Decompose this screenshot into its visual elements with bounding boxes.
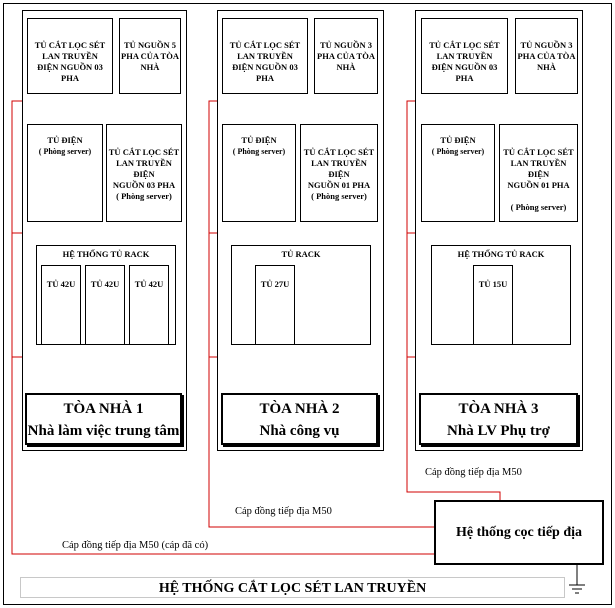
b1-rack-title: HỆ THỐNG TỦ RACK <box>62 249 150 259</box>
b3-rack-1-label: TỦ 15U <box>478 279 508 289</box>
b1-name: TÒA NHÀ 1 <box>63 401 144 417</box>
grounding-system-label: Hệ thống cọc tiếp địa <box>456 524 582 540</box>
b3-electric-cabinet: TỦ ĐIỆN ( Phòng server) <box>421 124 495 222</box>
b1-surge-main-label: TỦ CẮT LỌC SÉT LAN TRUYỀN ĐIỆN NGUỒN 03 … <box>34 40 106 83</box>
wire-label-b2: Cáp đồng tiếp địa M50 <box>235 506 332 517</box>
b1-rack-2-label: TỦ 42U <box>90 279 120 289</box>
b2-rack-1-label: TỦ 27U <box>260 279 290 289</box>
b3-desc: Nhà LV Phụ trợ <box>447 423 550 439</box>
b2-cabinet-sub: ( Phòng server) <box>232 147 286 156</box>
b2-desc: Nhà công vụ <box>259 423 340 439</box>
b1-surge-server: TỦ CẮT LỌC SÉT LAN TRUYỀN ĐIỆN NGUỒN 03 … <box>106 124 182 222</box>
b1-rack-1-label: TỦ 42U <box>46 279 76 289</box>
b2-rack-title: TỦ RACK <box>281 249 321 259</box>
footer-title-box: HỆ THỐNG CẮT LỌC SÉT LAN TRUYỀN <box>20 577 565 598</box>
b2-rack-system: TỦ RACK <box>231 245 371 345</box>
b1-source-cabinet: TỦ NGUỒN 5 PHA CỦA TÒA NHÀ <box>119 18 181 94</box>
b1-rack-3-label: TỦ 42U <box>134 279 164 289</box>
b3-cabinet-sub: ( Phòng server) <box>431 147 485 156</box>
b3-name: TÒA NHÀ 3 <box>458 401 539 417</box>
b2-surge-server: TỦ CẮT LỌC SÉT LAN TRUYỀN ĐIỆN NGUỒN 01 … <box>300 124 378 222</box>
b3-surge-server-label: TỦ CẮT LỌC SÉT LAN TRUYỀN ĐIỆN NGUỒN 01 … <box>503 147 574 212</box>
b3-source-label: TỦ NGUỒN 3 PHA CỦA TÒA NHÀ <box>517 40 576 72</box>
b1-rack-2: TỦ 42U <box>85 265 125 345</box>
b3-surge-main-label: TỦ CẮT LỌC SÉT LAN TRUYỀN ĐIỆN NGUỒN 03 … <box>429 40 500 83</box>
b1-desc: Nhà làm việc trung tâm <box>27 423 180 439</box>
b1-electric-cabinet: TỦ ĐIỆN ( Phòng server) <box>27 124 103 222</box>
b3-surge-server: TỦ CẮT LỌC SÉT LAN TRUYỀN ĐIỆN NGUỒN 01 … <box>499 124 578 222</box>
b2-source-label: TỦ NGUỒN 3 PHA CỦA TÒA NHÀ <box>317 40 375 72</box>
b2-name-box: TÒA NHÀ 2 Nhà công vụ <box>221 393 378 445</box>
b2-name: TÒA NHÀ 2 <box>259 401 340 417</box>
b3-surge-main: TỦ CẮT LỌC SÉT LAN TRUYỀN ĐIỆN NGUỒN 03 … <box>421 18 508 94</box>
b1-name-box: TÒA NHÀ 1 Nhà làm việc trung tâm <box>25 393 182 445</box>
b1-rack-3: TỦ 42U <box>129 265 169 345</box>
wire-label-b3: Cáp đồng tiếp địa M50 <box>425 467 522 478</box>
b3-name-box: TÒA NHÀ 3 Nhà LV Phụ trợ <box>419 393 578 445</box>
b2-surge-server-label: TỦ CẮT LỌC SÉT LAN TRUYỀN ĐIỆN NGUỒN 01 … <box>303 147 375 201</box>
wire-label-b1: Cáp đồng tiếp địa M50 (cáp đã có) <box>62 540 209 551</box>
b3-cabinet-title: TỦ ĐIỆN <box>440 135 476 145</box>
b1-cabinet-sub: ( Phòng server) <box>38 147 92 156</box>
b2-surge-main-label: TỦ CẮT LỌC SÉT LAN TRUYỀN ĐIỆN NGUỒN 03 … <box>229 40 301 83</box>
b1-cabinet-title: TỦ ĐIỆN <box>47 135 83 145</box>
b2-surge-main: TỦ CẮT LỌC SÉT LAN TRUYỀN ĐIỆN NGUỒN 03 … <box>222 18 308 94</box>
footer-title: HỆ THỐNG CẮT LỌC SÉT LAN TRUYỀN <box>158 581 427 596</box>
grounding-system-box: Hệ thống cọc tiếp địa <box>434 500 604 565</box>
b2-cabinet-title: TỦ ĐIỆN <box>241 135 277 145</box>
b2-rack-1: TỦ 27U <box>255 265 295 345</box>
b3-rack-1: TỦ 15U <box>473 265 513 345</box>
b1-surge-server-label: TỦ CẮT LỌC SÉT LAN TRUYỀN ĐIỆN NGUỒN 03 … <box>108 147 180 201</box>
b1-surge-main: TỦ CẮT LỌC SÉT LAN TRUYỀN ĐIỆN NGUỒN 03 … <box>27 18 113 94</box>
b3-source-cabinet: TỦ NGUỒN 3 PHA CỦA TÒA NHÀ <box>515 18 578 94</box>
b3-rack-title: HỆ THỐNG TỦ RACK <box>457 249 545 259</box>
b1-rack-1: TỦ 42U <box>41 265 81 345</box>
b2-source-cabinet: TỦ NGUỒN 3 PHA CỦA TÒA NHÀ <box>314 18 378 94</box>
b2-electric-cabinet: TỦ ĐIỆN ( Phòng server) <box>222 124 296 222</box>
b1-source-label: TỦ NGUỒN 5 PHA CỦA TÒA NHÀ <box>121 40 179 72</box>
